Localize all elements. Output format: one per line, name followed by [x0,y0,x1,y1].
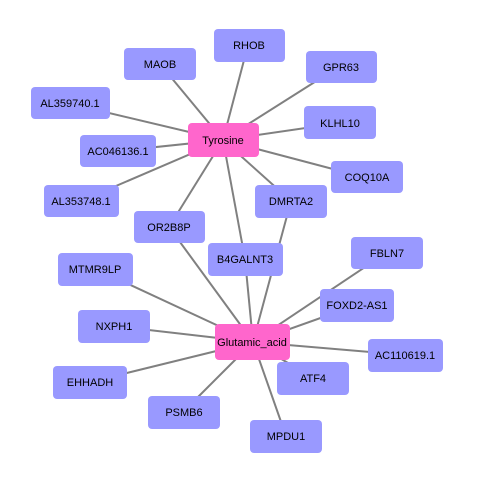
node-ehhadh-label: EHHADH [67,377,114,389]
node-rhob-label: RHOB [233,40,265,52]
node-maob-label: MAOB [144,59,176,71]
node-nxph1[interactable]: NXPH1 [78,310,150,343]
node-tyrosine-label: Tyrosine [202,135,244,147]
node-ehhadh[interactable]: EHHADH [53,366,127,399]
node-or2b8p[interactable]: OR2B8P [134,211,205,243]
node-al353748-label: AL353748.1 [51,196,110,208]
node-nxph1-label: NXPH1 [96,321,133,333]
node-foxd2-as1-label: FOXD2-AS1 [326,300,387,312]
node-coq10a[interactable]: COQ10A [331,161,403,193]
node-dmrta2-label: DMRTA2 [269,196,313,208]
node-rhob[interactable]: RHOB [214,29,285,62]
node-foxd2-as1[interactable]: FOXD2-AS1 [320,289,394,322]
node-b4galnt3[interactable]: B4GALNT3 [208,243,283,276]
node-mpdu1-label: MPDU1 [267,431,306,443]
node-psmb6-label: PSMB6 [165,407,202,419]
node-b4galnt3-label: B4GALNT3 [217,254,273,266]
node-fbln7-label: FBLN7 [370,248,404,260]
node-ac110619[interactable]: AC110619.1 [368,339,443,372]
edge-glutamic-or2b8p [168,226,254,343]
node-tyrosine[interactable]: Tyrosine [188,123,259,157]
node-ac046136-label: AC046136.1 [87,146,148,158]
node-glutamic-acid-label: Glutamic_acid [217,337,287,349]
node-atf4-label: ATF4 [300,373,326,385]
node-klhl10-label: KLHL10 [320,118,360,130]
node-gpr63[interactable]: GPR63 [306,51,377,83]
node-or2b8p-label: OR2B8P [147,222,190,234]
node-dmrta2[interactable]: DMRTA2 [255,185,327,218]
node-coq10a-label: COQ10A [345,172,390,184]
node-al359740[interactable]: AL359740.1 [31,87,110,119]
node-mtmr9lp[interactable]: MTMR9LP [58,253,133,286]
node-klhl10[interactable]: KLHL10 [304,106,376,139]
node-ac046136[interactable]: AC046136.1 [80,135,156,167]
node-mtmr9lp-label: MTMR9LP [69,264,122,276]
node-maob[interactable]: MAOB [124,48,196,80]
node-ac110619-label: AC110619.1 [375,350,435,362]
node-gpr63-label: GPR63 [323,62,359,74]
node-atf4[interactable]: ATF4 [277,362,349,395]
node-glutamic-acid[interactable]: Glutamic_acid [215,324,290,360]
node-al353748[interactable]: AL353748.1 [44,185,119,217]
node-psmb6[interactable]: PSMB6 [148,396,220,429]
node-mpdu1[interactable]: MPDU1 [250,420,322,453]
node-al359740-label: AL359740.1 [40,98,99,110]
edge-tyrosine-b4galnt3 [222,139,246,260]
node-fbln7[interactable]: FBLN7 [351,237,423,269]
